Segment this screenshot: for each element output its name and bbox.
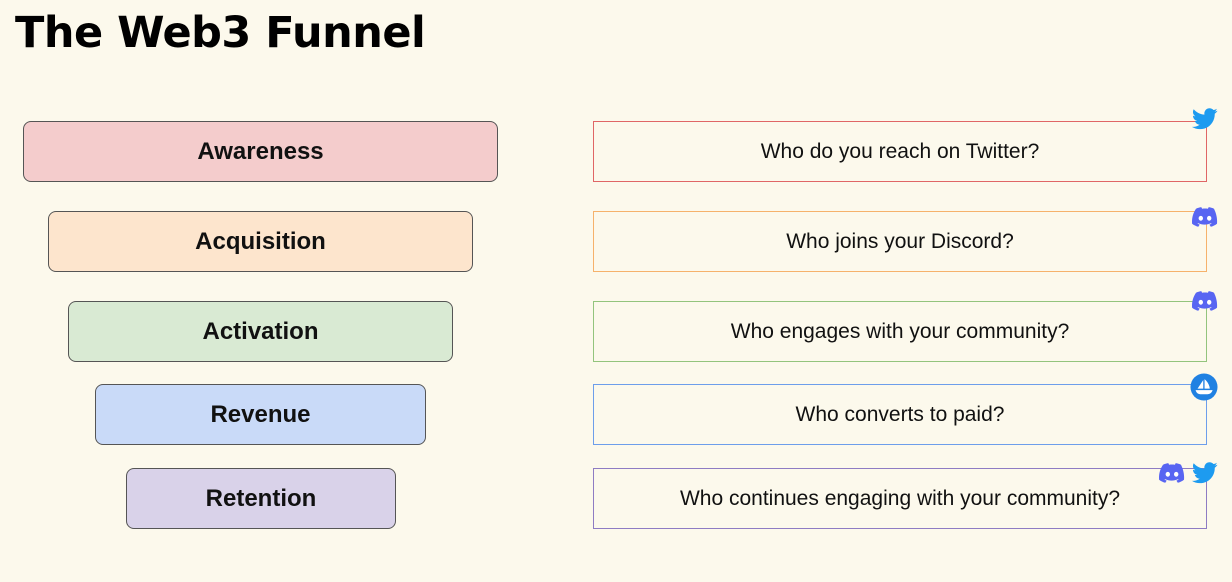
page-title: The Web3 Funnel bbox=[15, 8, 426, 58]
stage-revenue: Revenue bbox=[95, 384, 426, 445]
question-box-discord-joins: Who joins your Discord? bbox=[593, 211, 1207, 272]
stage-label: Activation bbox=[202, 317, 319, 345]
question-text: Who continues engaging with your communi… bbox=[679, 486, 1121, 510]
question-text: Who do you reach on Twitter? bbox=[760, 139, 1040, 163]
question-box-continued-engagement: Who continues engaging with your communi… bbox=[593, 468, 1207, 529]
stage-awareness: Awareness bbox=[23, 121, 498, 182]
discord-icon bbox=[1191, 203, 1219, 231]
stage-label: Revenue bbox=[210, 400, 311, 428]
stage-retention: Retention bbox=[126, 468, 396, 529]
question-text: Who engages with your community? bbox=[730, 319, 1070, 343]
question-text: Who converts to paid? bbox=[795, 402, 1005, 426]
stage-label: Retention bbox=[205, 484, 317, 512]
twitter-icon bbox=[1191, 459, 1219, 487]
twitter-icon bbox=[1191, 105, 1219, 133]
opensea-icon bbox=[1190, 373, 1218, 401]
question-text: Who joins your Discord? bbox=[786, 229, 1014, 253]
stage-acquisition: Acquisition bbox=[48, 211, 473, 272]
discord-icon bbox=[1158, 459, 1186, 487]
stage-label: Awareness bbox=[197, 137, 324, 165]
question-box-paid-conversion: Who converts to paid? bbox=[593, 384, 1207, 445]
stage-activation: Activation bbox=[68, 301, 453, 362]
question-box-community-engagement: Who engages with your community? bbox=[593, 301, 1207, 362]
discord-icon bbox=[1191, 287, 1219, 315]
stage-label: Acquisition bbox=[195, 227, 326, 255]
question-box-twitter-reach: Who do you reach on Twitter? bbox=[593, 121, 1207, 182]
